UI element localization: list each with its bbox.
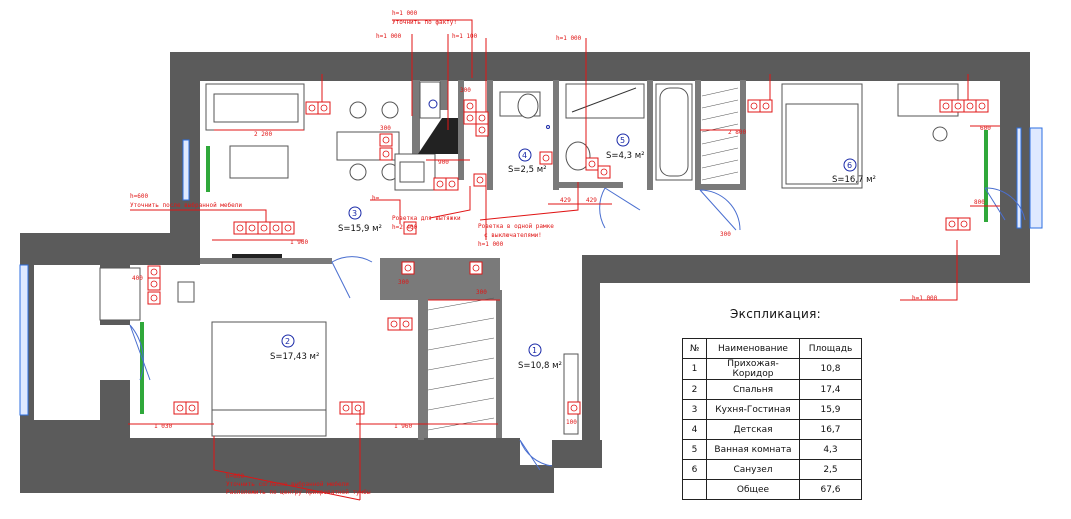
dim-600: 600 — [980, 125, 991, 132]
room-labels: 1 S=10,8 м² 2 S=17,43 м² 3 S=15,9 м² 4 S… — [270, 133, 876, 371]
room-4-marker — [518, 148, 532, 162]
row-name: Кухня-Гостиная — [706, 399, 800, 420]
room-6-marker — [843, 158, 857, 172]
note-hood-h: h=2 400 — [392, 224, 418, 231]
row-name: Ванная комната — [706, 439, 800, 460]
table-row: 5 Ванная комната 4,3 — [682, 439, 862, 460]
room-6-area: S=16,7 м² — [832, 175, 876, 185]
row-name: Спальня — [706, 379, 800, 400]
note-one-frame: Розетка в одной рамке — [478, 223, 554, 230]
room-6-number: 6 — [847, 161, 852, 170]
dim-1960-b: 1 960 — [394, 423, 412, 430]
room-1-marker — [528, 343, 542, 357]
dim-429-b: 429 — [586, 197, 597, 204]
note-h1000-top: h=1 000 — [392, 10, 418, 17]
row-num: 2 — [682, 379, 707, 400]
room-2-area: S=17,43 м² — [270, 352, 319, 362]
note-hood-socket: Розетка для вытяжки — [392, 215, 461, 222]
dim-1030: 1 030 — [154, 423, 172, 430]
row-area: 10,8 — [799, 358, 862, 380]
electrical-markup — [128, 19, 1000, 501]
dim-300-a: 300 — [460, 87, 471, 94]
room-5-area: S=4,3 м² — [606, 151, 645, 161]
dim-900: 900 — [438, 159, 449, 166]
row-area: 15,9 — [799, 399, 862, 420]
row-num: 6 — [682, 459, 707, 480]
room-5-marker — [616, 133, 630, 147]
row-num: 4 — [682, 419, 707, 440]
row-name: Общее — [706, 479, 800, 500]
row-num: 3 — [682, 399, 707, 420]
row-name: Детская — [706, 419, 800, 440]
note-refine-fact: Уточнить по факту! — [392, 19, 457, 26]
table-row: 4 Детская 16,7 — [682, 419, 862, 440]
header-num: № — [682, 338, 707, 359]
note-place-center: Расположить по центру прикроватной тумбы — [226, 489, 371, 496]
note-h-eq: h= — [372, 195, 380, 202]
row-area: 16,7 — [799, 419, 862, 440]
room-2-number: 2 — [285, 337, 290, 346]
row-name: Санузел — [706, 459, 800, 480]
room-3-area: S=15,9 м² — [338, 224, 382, 234]
row-area: 2,5 — [799, 459, 862, 480]
dim-100: 100 — [566, 419, 577, 426]
row-area: 4,3 — [799, 439, 862, 460]
note-h1000-b: h=1 000 — [556, 35, 582, 42]
dim-300-d: 300 — [476, 289, 487, 296]
table-row: 2 Спальня 17,4 — [682, 379, 862, 400]
doors — [129, 187, 1026, 471]
dim-800: 800 — [974, 199, 985, 206]
windows — [19, 127, 1043, 416]
dim-1960-a: 1 960 — [290, 239, 308, 246]
dim-300-e: 300 — [380, 125, 391, 132]
table-row: 1 Прихожая-Коридор 10,8 — [682, 358, 862, 380]
room-4-number: 4 — [522, 151, 527, 160]
room-5-number: 5 — [620, 136, 625, 145]
note-refine-bed: Уточнить согласно выбранной мебели — [226, 481, 349, 488]
table-row: 3 Кухня-Гостиная 15,9 — [682, 399, 862, 420]
room-1-number: 1 — [532, 346, 537, 355]
table-row: 6 Санузел 2,5 — [682, 459, 862, 480]
radiators — [140, 130, 988, 414]
note-refine-furniture: Уточнить после выбранной мебели — [130, 202, 242, 209]
row-name: Прихожая-Коридор — [706, 358, 800, 380]
explication-table: № Наименование Площадь 1 Прихожая-Коридо… — [682, 338, 862, 500]
explication-title: Экспликация: — [730, 307, 821, 321]
table-header-row: № Наименование Площадь — [682, 338, 862, 359]
dim-2200: 2 200 — [254, 131, 272, 138]
interior-walls — [200, 80, 746, 440]
row-area: 17,4 — [799, 379, 862, 400]
note-h600-bed: h=600 — [226, 473, 244, 480]
dim-400: 400 — [132, 275, 143, 282]
header-area: Площадь — [799, 338, 862, 359]
table-total-row: Общее 67,6 — [682, 479, 862, 500]
dim-2800: 2 800 — [728, 129, 746, 136]
dim-300-b: 300 — [720, 231, 731, 238]
room-1-area: S=10,8 м² — [518, 361, 562, 371]
dim-429-a: 429 — [560, 197, 571, 204]
note-h1100: h=1 100 — [452, 33, 478, 40]
note-with-switches: с выключателями! — [484, 232, 542, 239]
dim-300-c: 300 — [398, 279, 409, 286]
row-num — [682, 479, 707, 500]
note-h1000-right: h=1 000 — [912, 295, 938, 302]
row-num: 1 — [682, 358, 707, 380]
room-4-area: S=2,5 м² — [508, 165, 547, 175]
note-h1000-c: h=1 000 — [478, 241, 504, 248]
note-h600-kitchen: h=600 — [130, 193, 148, 200]
header-name: Наименование — [706, 338, 800, 359]
furniture — [99, 81, 959, 437]
row-area: 67,6 — [799, 479, 862, 500]
note-h1000-a: h=1 000 — [376, 33, 402, 40]
room-3-number: 3 — [352, 209, 357, 218]
room-3-marker — [348, 206, 362, 220]
room-2-marker — [281, 334, 295, 348]
row-num: 5 — [682, 439, 707, 460]
annotations: h=1 000 Уточнить по факту! h=1 000 h=1 1… — [130, 10, 991, 496]
